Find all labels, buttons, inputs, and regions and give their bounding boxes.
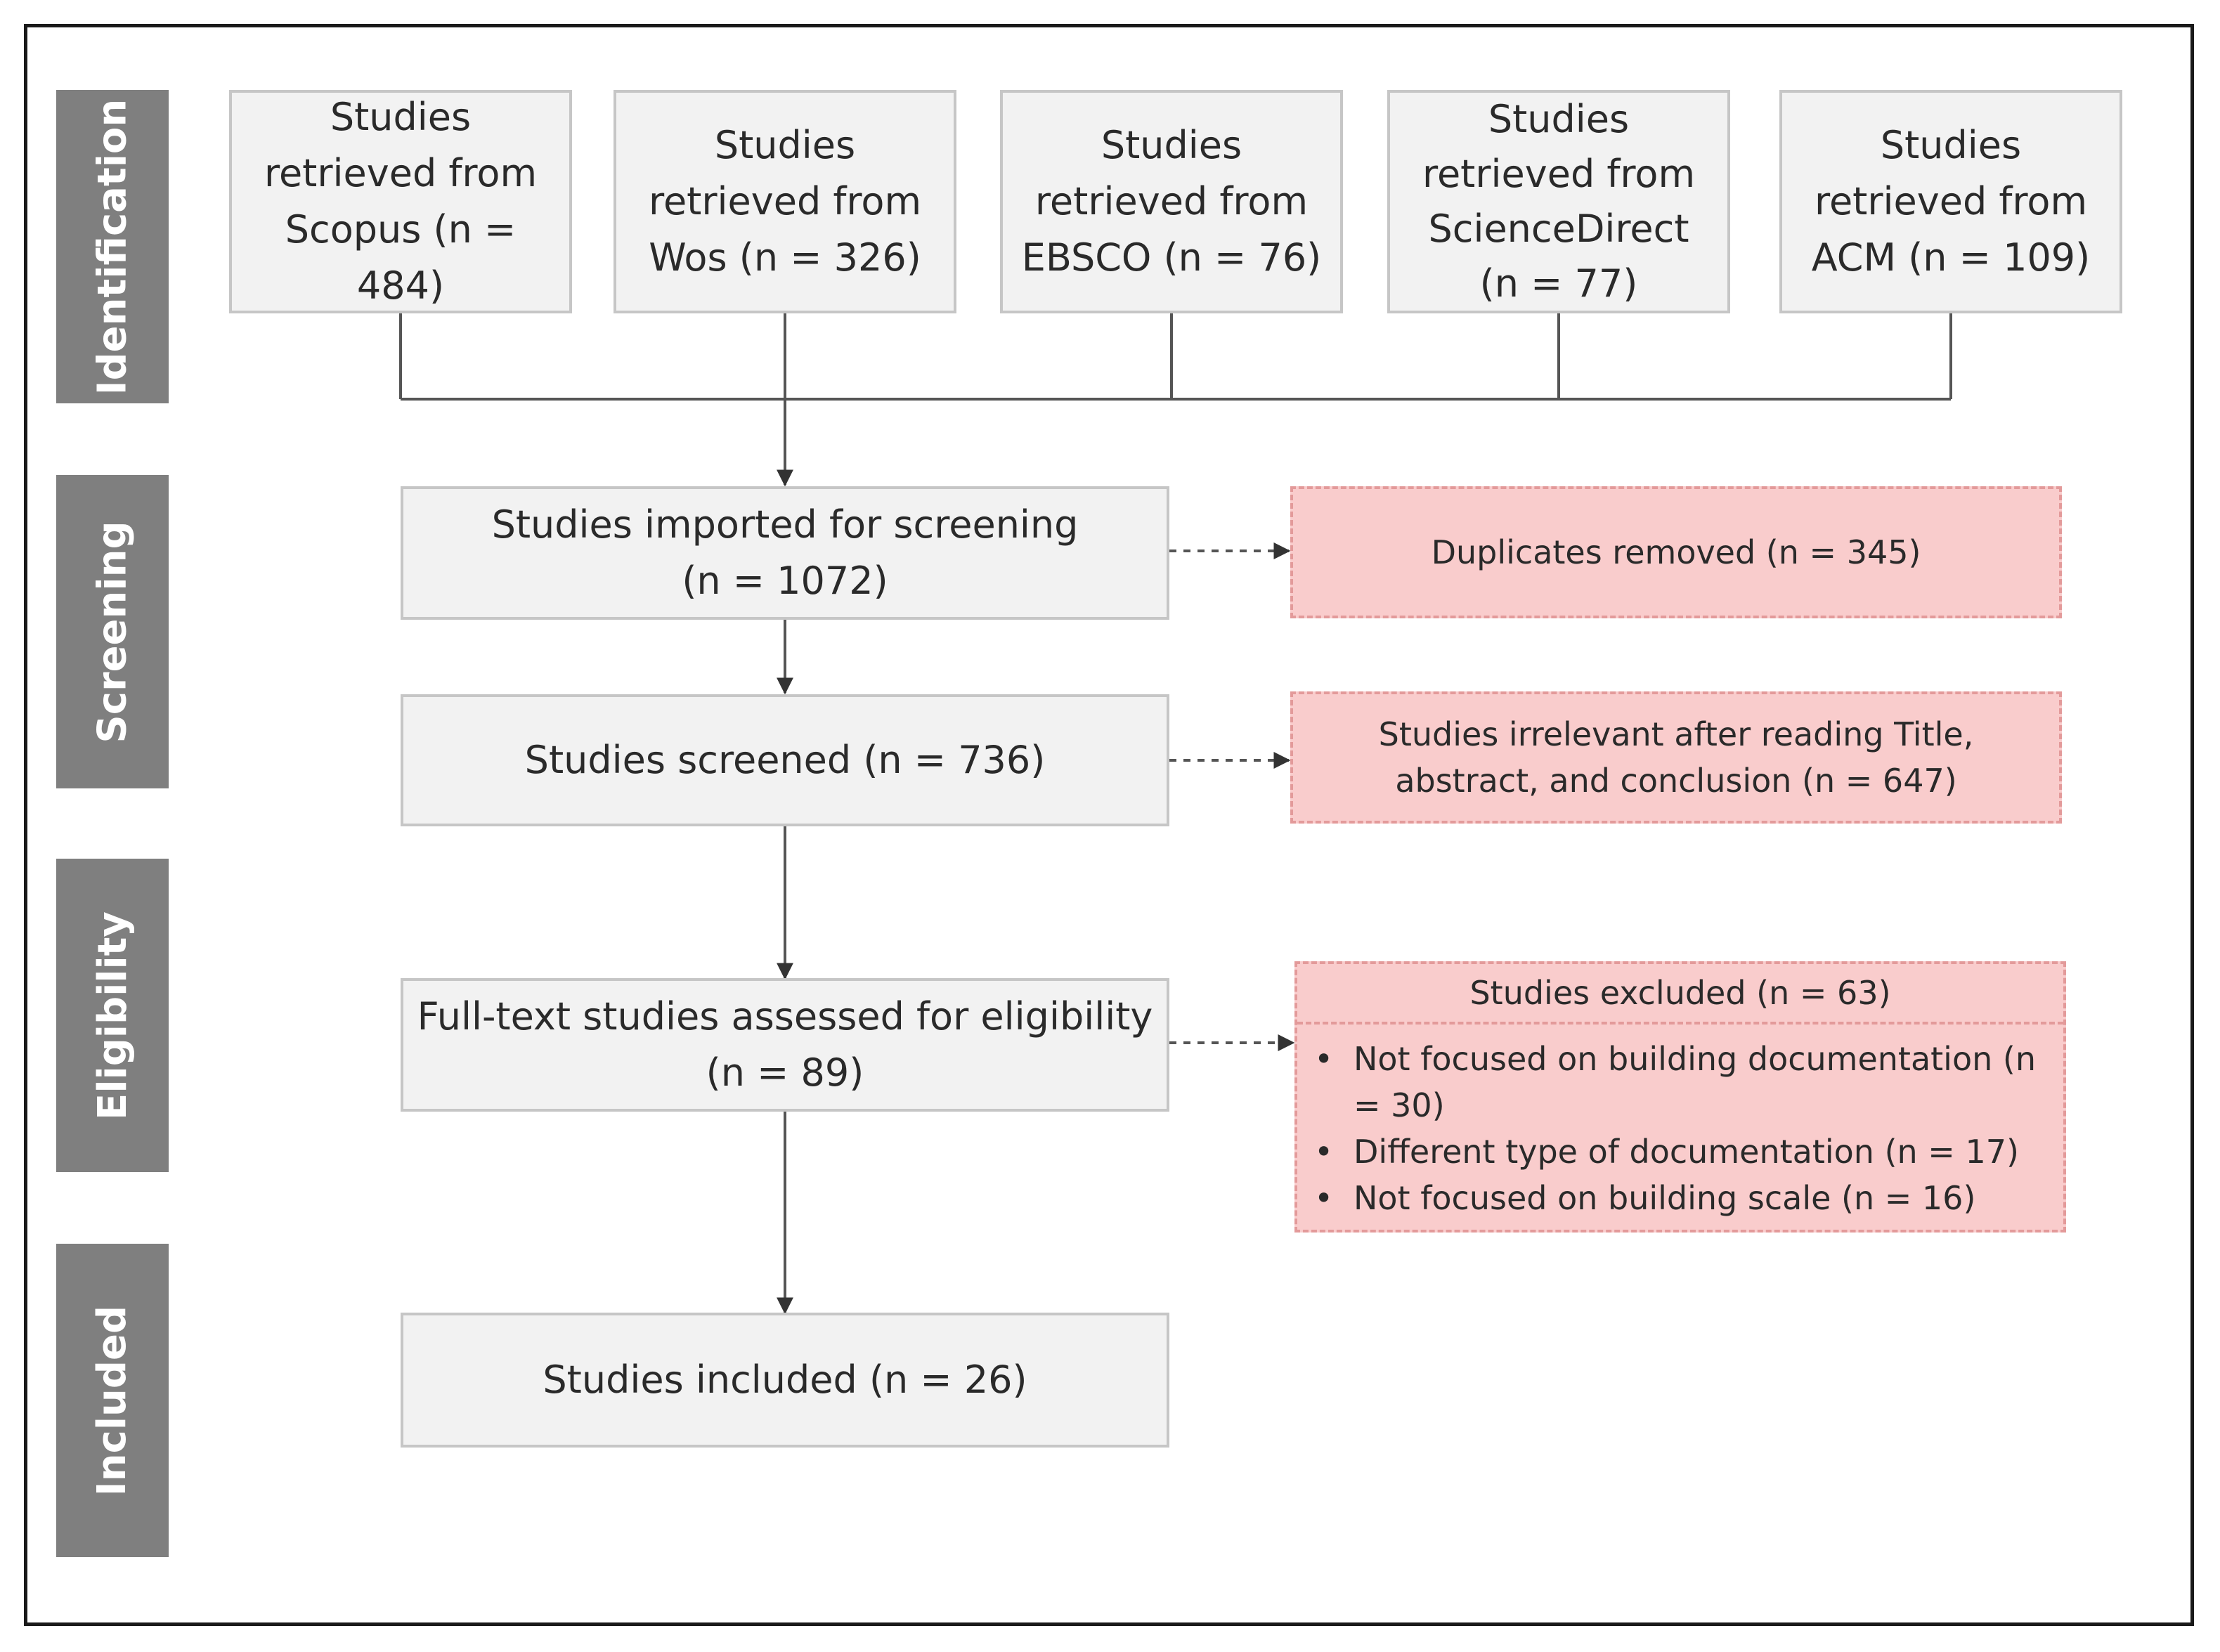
excluded-reason: Not focused on building documentation (n… [1314,1036,2049,1129]
stage-eligibility: Eligibility [56,859,169,1172]
fulltext-label: Full-text studies assessed for eligibili… [417,994,1153,1039]
fulltext-box: Full-text studies assessed for eligibili… [401,978,1169,1112]
diagram-frame [24,24,2194,1626]
excluded-box: Studies excluded (n = 63) Not focused on… [1294,961,2066,1233]
fulltext-count: (n = 89) [706,1051,864,1095]
excluded-reason: Not focused on building scale (n = 16) [1314,1175,2049,1221]
source-box-acm: Studies retrieved from ACM (n = 109) [1779,90,2122,313]
imported-box: Studies imported for screening (n = 1072… [401,486,1169,620]
imported-label: Studies imported for screening [491,502,1079,547]
source-box-scopus: Studies retrieved from Scopus (n = 484) [229,90,572,313]
excluded-reasons: Not focused on building documentation (n… [1297,1036,2063,1221]
included-box: Studies included (n = 26) [401,1313,1169,1448]
source-box-sciencedirect: Studies retrieved from ScienceDirect (n … [1387,90,1730,313]
excluded-reason: Different type of documentation (n = 17) [1314,1129,2049,1175]
imported-count: (n = 1072) [682,559,888,603]
stage-included: Included [56,1244,169,1557]
duplicates-box: Duplicates removed (n = 345) [1290,486,2062,618]
irrelevant-box: Studies irrelevant after reading Title, … [1290,691,2062,824]
stage-screening: Screening [56,475,169,788]
screened-box: Studies screened (n = 736) [401,694,1169,826]
excluded-title: Studies excluded (n = 63) [1297,964,2063,1025]
source-box-wos: Studies retrieved from Wos (n = 326) [614,90,956,313]
stage-identification: Identification [56,90,169,403]
source-box-ebsco: Studies retrieved from EBSCO (n = 76) [1000,90,1343,313]
